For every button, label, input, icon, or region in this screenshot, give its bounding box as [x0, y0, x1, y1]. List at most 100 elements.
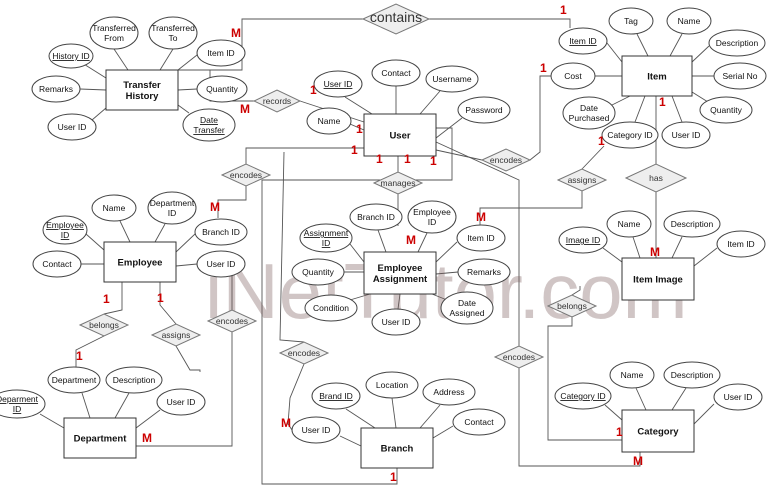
connector-line [114, 392, 130, 419]
attribute-d-user-id: User ID [156, 388, 206, 416]
connector-line [636, 33, 649, 57]
connector-line [671, 387, 687, 411]
connector-line [287, 363, 305, 431]
attribute-label: Branch ID [357, 212, 395, 222]
attribute-u-contact: Contact [371, 59, 421, 87]
attribute-label: Location [376, 380, 408, 390]
relationship-belongs-dept: belongs [78, 313, 130, 337]
connector-line [435, 149, 483, 161]
attribute-label: User ID [302, 425, 331, 435]
connector-line [435, 271, 459, 275]
attribute-c-category-id: Category ID [554, 382, 612, 410]
cardinality-one: 1 [540, 61, 547, 75]
connector-line [604, 404, 623, 421]
attribute-label: Name [621, 370, 644, 380]
entity-department: Department [63, 417, 137, 459]
attribute-label: Condition [313, 303, 349, 313]
connector-line [113, 48, 129, 71]
attribute-label: Category ID [607, 130, 652, 140]
attribute-ea-branch-id: Branch ID [349, 203, 403, 231]
cardinality-one: 1 [103, 292, 110, 306]
connector-line [103, 282, 123, 315]
entity-label: Item Image [633, 275, 683, 286]
connector-line [245, 147, 364, 164]
entity-label: Category [637, 427, 679, 438]
watermark: iNetTutor.com [205, 247, 688, 335]
attribute-label: Name [103, 203, 126, 213]
connector-line [136, 332, 233, 447]
entity-label: Branch [381, 444, 414, 455]
relationship-label: contains [370, 9, 422, 25]
connector-line [177, 104, 190, 114]
cardinality-one: 1 [76, 349, 83, 363]
attribute-u-user-id: User ID [313, 70, 363, 98]
connector-line [431, 293, 448, 301]
attribute-b-contact: Contact [452, 408, 506, 436]
attribute-c-name: Name [609, 361, 655, 389]
attribute-b-location: Location [365, 371, 419, 399]
attribute-ii-name: Name [606, 210, 652, 238]
cardinality-one: 1 [598, 134, 605, 148]
connector-line [606, 42, 623, 63]
attribute-th-remarks: Remarks [31, 75, 81, 103]
attribute-label: User ID [324, 79, 353, 89]
attribute-ea-remarks: Remarks [457, 258, 511, 286]
connector-line [397, 293, 401, 310]
attribute-c-user-id: User ID [713, 383, 763, 411]
cardinality-one: 1 [356, 122, 363, 136]
attribute-label: Quantity [302, 267, 334, 277]
connector-line [159, 282, 177, 325]
attribute-ea-user-id: User ID [371, 308, 421, 336]
relationship-label: belongs [89, 320, 119, 330]
attribute-label: Description [716, 38, 759, 48]
attribute-ii-description: Description [663, 210, 721, 238]
connector-line [345, 408, 376, 429]
connector-line [135, 409, 161, 429]
connector-line [349, 243, 365, 263]
attribute-label: Name [678, 16, 701, 26]
entity-branch: Branch [360, 427, 434, 469]
attribute-i-serial-no: Serial No [713, 62, 767, 90]
relationship-label: encodes [288, 348, 320, 358]
attribute-label: User ID [207, 259, 236, 269]
connector-line [529, 75, 551, 161]
cardinality-many: M [142, 431, 152, 445]
cardinality-many: M [240, 102, 250, 116]
attribute-u-name: Name [306, 107, 352, 135]
attribute-i-item-id: Item ID [558, 27, 608, 55]
cardinality-one: 1 [404, 152, 411, 166]
connector-line [691, 91, 709, 103]
attribute-ii-item-id: Item ID [716, 230, 766, 258]
relationship-label: assigns [162, 330, 191, 340]
attribute-label: User ID [382, 317, 411, 327]
connector-line [435, 141, 520, 346]
connector-line [261, 127, 453, 485]
attribute-d-department: Department [47, 366, 101, 394]
cardinality-many: M [650, 245, 660, 259]
attribute-b-brand-id: Brand ID [311, 382, 361, 410]
connector-line [349, 123, 365, 131]
connector-line [693, 247, 718, 267]
cardinality-one: 1 [376, 152, 383, 166]
relationship-label: encodes [216, 316, 248, 326]
connector-line [419, 90, 441, 115]
relationship-belongs-cat: belongs [546, 294, 598, 318]
connector-line [669, 33, 683, 57]
relationship-label: encodes [490, 155, 522, 165]
connector-line [419, 404, 441, 429]
connector-line [518, 368, 641, 467]
relationship-manages: manages [372, 171, 424, 195]
attribute-label: User ID [58, 122, 87, 132]
attribute-label: Name [618, 219, 641, 229]
attribute-label: User ID [167, 397, 196, 407]
attribute-label: Username [432, 74, 471, 84]
relationship-encodes-branch: encodes [278, 341, 330, 365]
